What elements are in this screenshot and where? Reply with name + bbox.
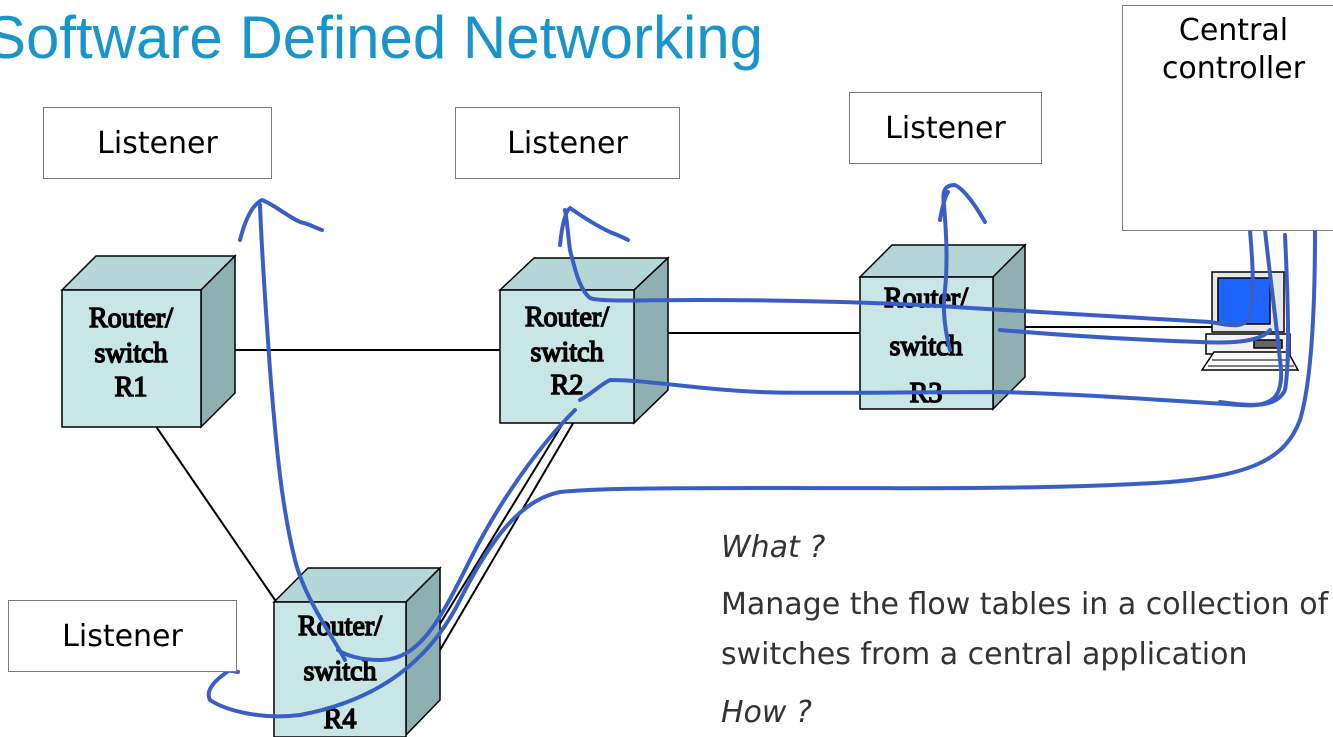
how-heading: How ? (721, 695, 812, 730)
router-r4: Router/ switch R4 (272, 566, 442, 737)
router-label-line2: switch (530, 337, 603, 368)
listener-label: Listener (507, 125, 628, 161)
listener-label: Listener (885, 110, 1006, 146)
link-r1-r4 (154, 424, 276, 601)
router-face (859, 276, 994, 410)
controller-label-line2: controller (1161, 51, 1306, 86)
annotation-path (258, 203, 347, 662)
router-label-line3: R1 (115, 372, 148, 403)
listener-box-1: Listener (43, 107, 272, 179)
router-label-line2: switch (889, 331, 962, 362)
listener-label: Listener (62, 618, 183, 654)
link-r2-r4-b (439, 419, 576, 651)
listener-box-3: Listener (849, 92, 1042, 164)
annotation-path (563, 208, 1255, 328)
router-label-line1: Router/ (89, 303, 173, 334)
description-line-2: switches from a central application (721, 637, 1248, 672)
listener-label: Listener (97, 125, 218, 161)
router-label-line1: Router/ (525, 302, 609, 333)
description-line-1: Manage the flow tables in a collection o… (721, 587, 1329, 622)
annotation-arrowhead (938, 190, 950, 222)
router-face (499, 289, 635, 424)
annotation-path (998, 328, 1272, 345)
page-title: Software Defined Networking (0, 4, 764, 71)
annotations (198, 183, 1317, 719)
central-controller-box: Central controller (1122, 5, 1333, 231)
router-label-line3: R2 (551, 370, 584, 401)
annotation-path (336, 408, 577, 662)
router-r3: Router/ switch R3 (858, 243, 1027, 411)
drive-slot (1253, 339, 1283, 349)
annotation-path (1218, 233, 1291, 407)
router-label-line1: Router/ (298, 611, 382, 642)
link-r2-r4-a (429, 424, 563, 641)
annotation-arrowhead (558, 206, 630, 247)
router-face (61, 289, 202, 428)
keyboard (1200, 351, 1300, 371)
computer-icon (1200, 271, 1300, 371)
annotation-arrowhead (238, 198, 324, 242)
annotation-path (578, 228, 1284, 408)
annotation-path (206, 228, 1317, 719)
listener-box-4: Listener (8, 600, 237, 672)
listener-box-2: Listener (455, 107, 680, 179)
router-label-line2: switch (94, 338, 167, 369)
router-label-line1: Router/ (884, 283, 968, 314)
monitor-screen (1217, 277, 1271, 325)
controller-label-line1: Central (1178, 13, 1289, 48)
router-r1: Router/ switch R1 (60, 254, 237, 429)
what-heading: What ? (721, 530, 826, 565)
